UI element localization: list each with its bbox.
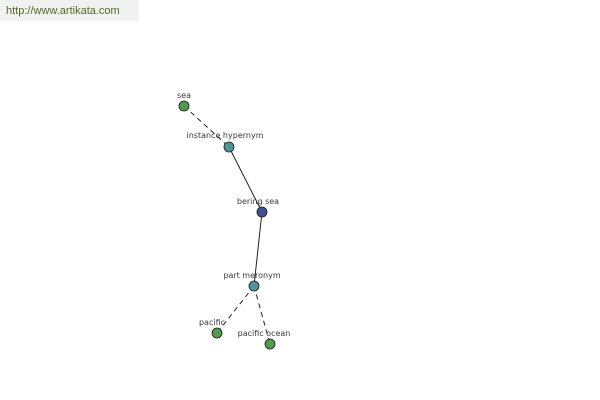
- node-label: sea: [177, 91, 191, 100]
- edge-part-meronym-to-pacific: [216, 285, 255, 334]
- node-label: pacific: [199, 318, 225, 327]
- node-sea[interactable]: sea: [177, 91, 191, 112]
- edge-sea-to-instance-hypernym: [183, 105, 230, 148]
- node-marker[interactable]: [256, 206, 268, 218]
- node-marker[interactable]: [248, 280, 260, 292]
- graph-edges: [183, 105, 271, 345]
- node-pacific[interactable]: pacific: [199, 318, 225, 339]
- site-url-link[interactable]: http://www.artikata.com: [6, 5, 120, 17]
- node-marker[interactable]: [178, 100, 190, 112]
- node-label: instance hypernym: [187, 131, 264, 140]
- edge-instance-hypernym-to-bering-sea: [228, 146, 263, 213]
- node-instance-hypernym[interactable]: instance hypernym: [187, 131, 264, 153]
- node-bering-sea[interactable]: bering sea: [237, 197, 279, 218]
- edge-part-meronym-to-pacific-ocean: [253, 285, 271, 345]
- node-pacific-ocean[interactable]: pacific ocean: [238, 329, 291, 350]
- node-label: part meronym: [223, 271, 280, 280]
- node-marker[interactable]: [211, 327, 223, 339]
- graph-nodes: sea instance hypernym bering sea part meron…: [177, 91, 291, 350]
- edge-bering-sea-to-part-meronym: [253, 211, 263, 287]
- node-label: bering sea: [237, 197, 279, 206]
- url-banner: http://www.artikata.com: [0, 0, 139, 21]
- node-part-meronym[interactable]: part meronym: [223, 271, 281, 292]
- node-marker[interactable]: [264, 338, 276, 350]
- node-label: pacific ocean: [238, 329, 291, 338]
- node-marker[interactable]: [223, 141, 235, 153]
